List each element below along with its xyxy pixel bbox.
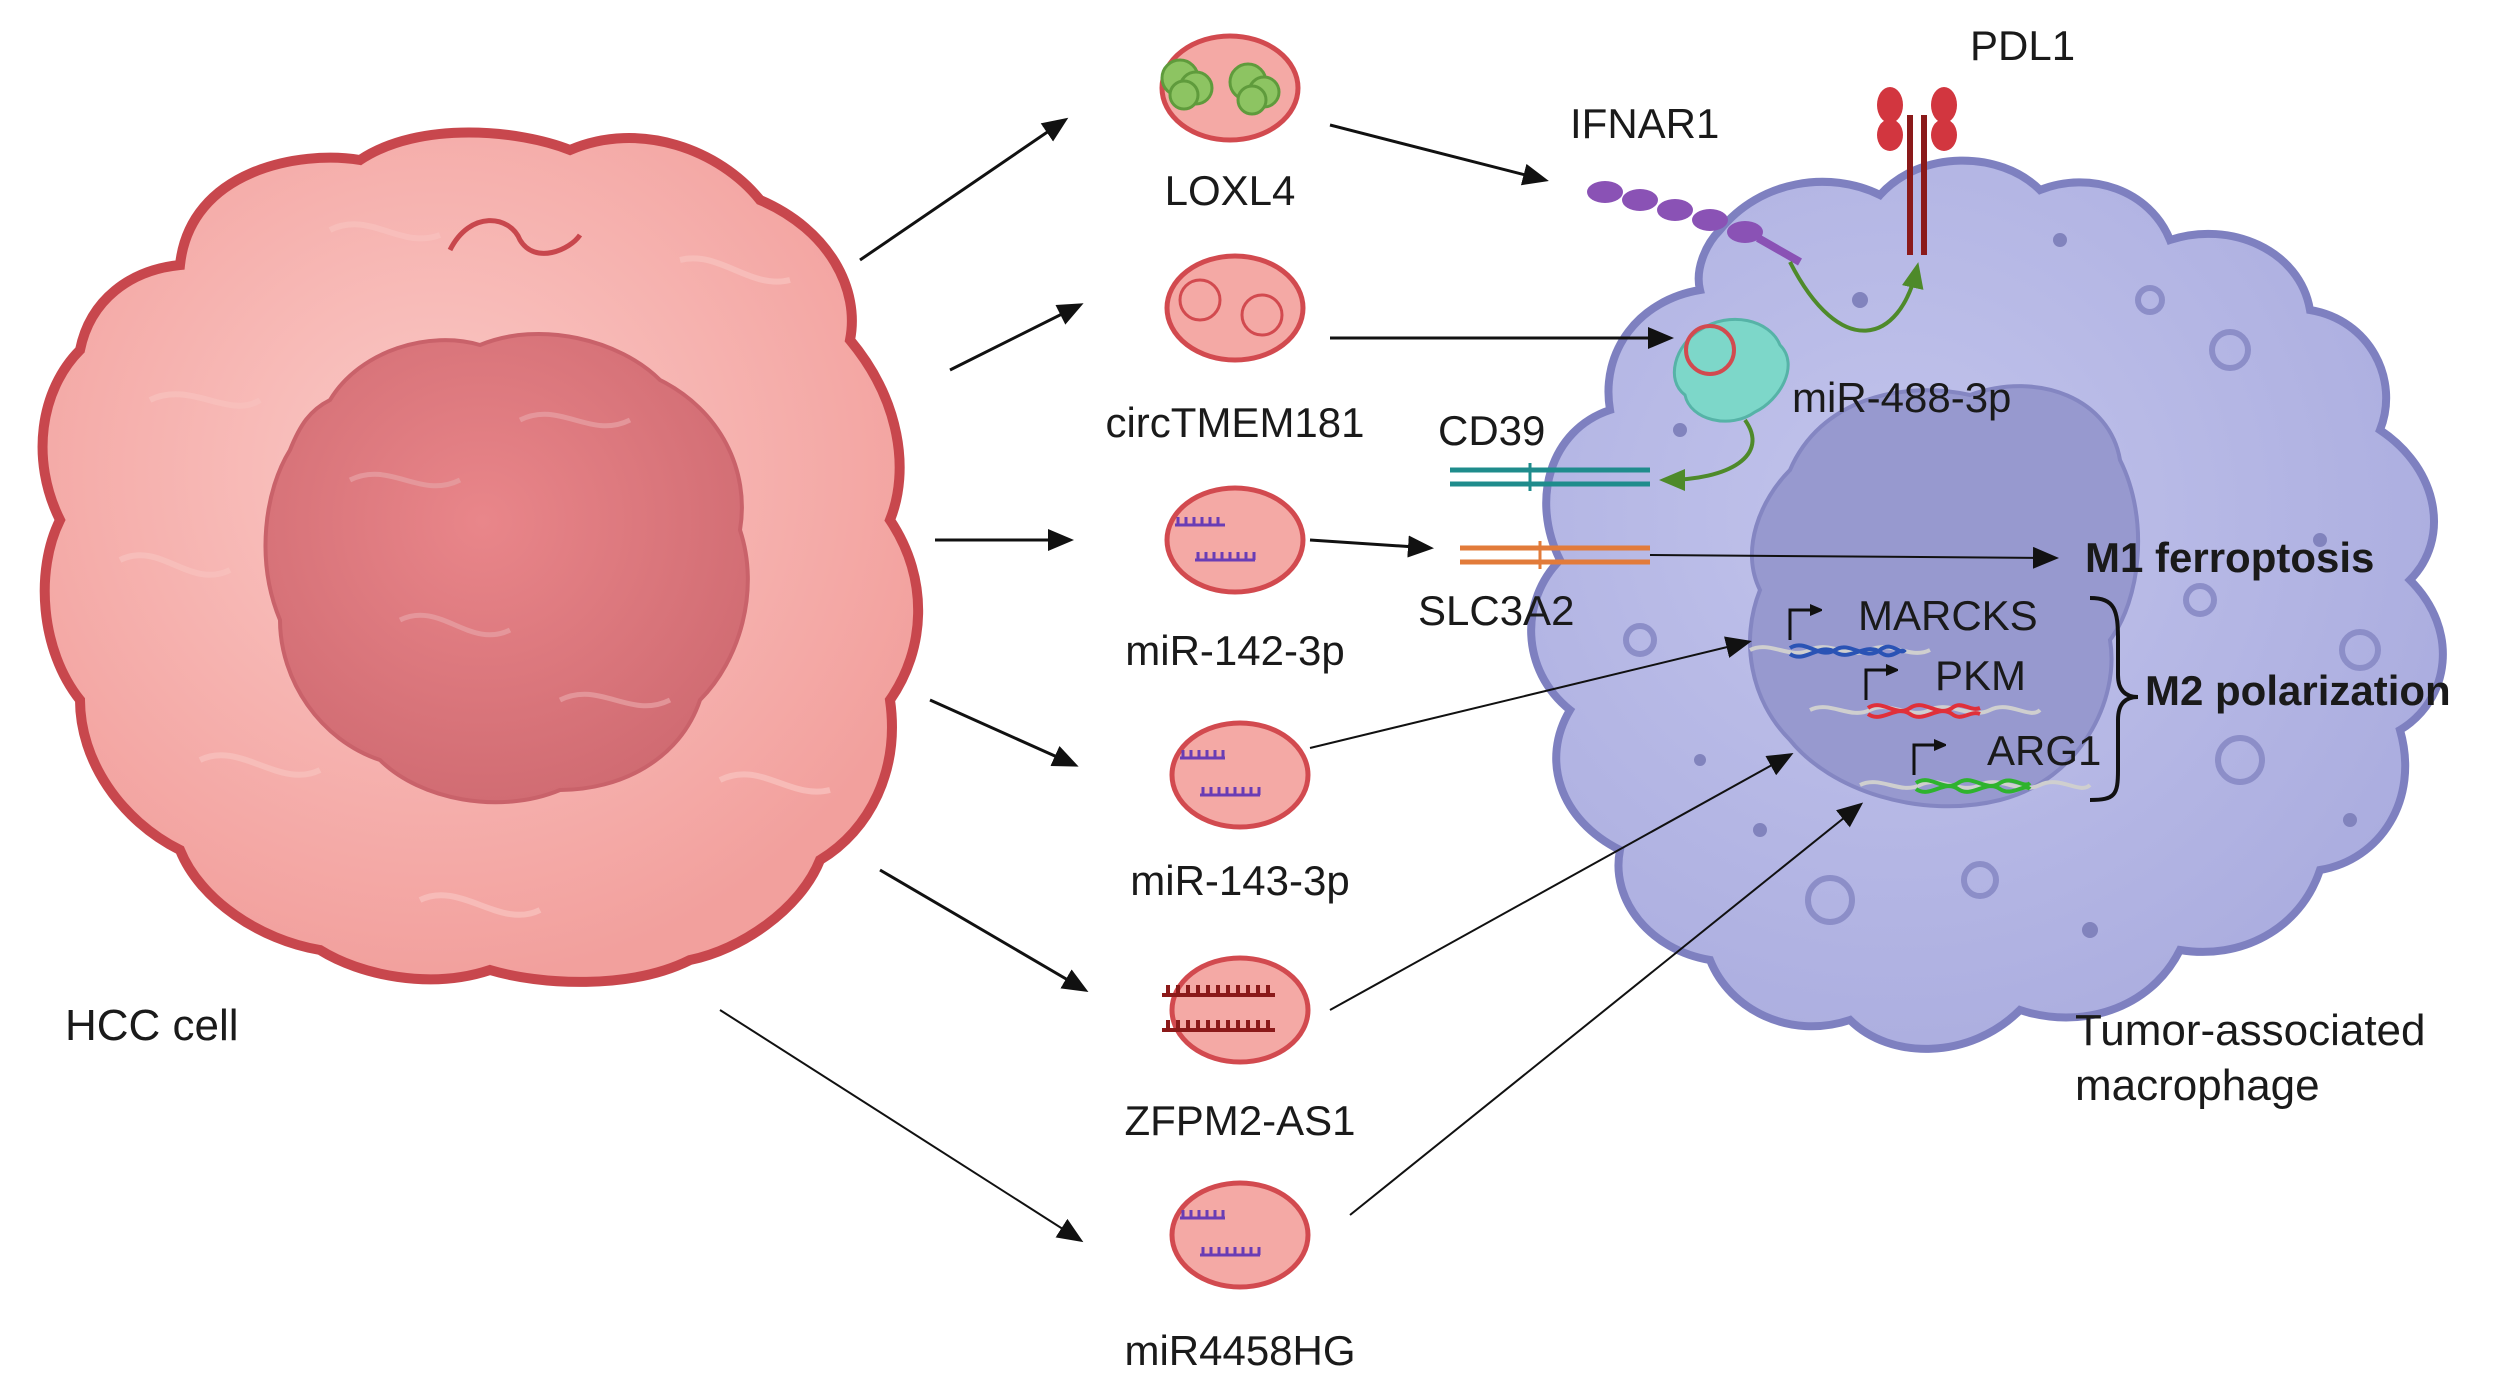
arrow-to-mir4458hg	[719, 1009, 1084, 1243]
arg1-label: ARG1	[1987, 727, 2101, 774]
arrow-to-mir143	[929, 698, 1079, 767]
macrophage-label-line2: macrophage	[2075, 1061, 2320, 1110]
pdl1-label: PDL1	[1970, 22, 2075, 69]
slc3a2-label: SLC3A2	[1418, 587, 1574, 634]
arrow-ifnar1-to-pdl1	[1788, 261, 1924, 333]
vesicle-mir4458hg: miR4458HG	[1124, 1180, 1356, 1374]
slc3a2-receptor: SLC3A2	[1418, 541, 1650, 634]
gene-marcks: MARCKS	[1749, 592, 2038, 659]
circrna-cargo-icon	[1178, 278, 1284, 337]
arrow-mir4458hg-to-nucleus	[1349, 802, 1864, 1216]
vesicle-membrane	[1169, 1180, 1311, 1290]
target-arrows	[1309, 123, 2059, 1216]
macrophage-vacuoles	[1623, 285, 2381, 925]
hcc-nucleus	[263, 332, 750, 805]
vesicle-label: miR-143-3p	[1130, 857, 1349, 904]
m2-polarization-label: M2 polarization	[2145, 667, 2451, 714]
vesicle-membrane	[1169, 720, 1311, 830]
m1-ferroptosis-label: M1 ferroptosis	[2085, 534, 2374, 581]
mirna-cargo-icon	[1180, 750, 1261, 797]
secretion-arrows	[719, 117, 1089, 1243]
hcc-cell-label: HCC cell	[65, 1001, 239, 1050]
mirna-cargo-icon	[1180, 1210, 1261, 1257]
protein-cargo-icon	[1160, 58, 1281, 116]
vesicle-label: LOXL4	[1165, 167, 1296, 214]
mirna-cargo-icon	[1175, 517, 1256, 562]
vesicle-membrane	[1164, 253, 1306, 363]
mir488-label: miR-488-3p	[1792, 374, 2011, 421]
vesicle-label: circTMEM181	[1105, 399, 1364, 446]
pkm-label: PKM	[1935, 652, 2026, 699]
arrow-to-zfpm2as1	[879, 868, 1089, 993]
cd39-receptor: CD39	[1438, 407, 1650, 491]
vesicle-label: miR4458HG	[1124, 1327, 1355, 1374]
gene-arg1: ARG1	[1859, 727, 2101, 794]
vesicle-loxl4: LOXL4	[1159, 33, 1301, 214]
regulation-arrows	[1659, 261, 1924, 491]
vesicle-mir142: miR-142-3p	[1125, 485, 1345, 674]
promoter-arrow-icon	[1788, 610, 1820, 640]
macrophage-granules	[1673, 233, 2357, 938]
marcks-label: MARCKS	[1858, 592, 2038, 639]
ifnar1-label: IFNAR1	[1570, 100, 1719, 147]
promoter-arrow-icon	[1864, 670, 1896, 700]
vesicle-mir143: miR-143-3p	[1130, 720, 1350, 904]
hcc-membrane-fold	[447, 218, 583, 256]
vesicle-membrane	[1164, 485, 1306, 595]
arrow-mir488-to-cd39	[1659, 418, 1755, 491]
hcc-texture	[118, 221, 831, 918]
vesicle-membrane	[1169, 955, 1311, 1065]
lncrna-cargo-icon	[1162, 985, 1275, 1032]
arrow-mir142-to-slc3a2	[1309, 535, 1434, 558]
arrow-zfpm2as1-to-arg1	[1329, 753, 1794, 1011]
promoter-arrow-icon	[1912, 745, 1944, 775]
pdl1-receptor: PDL1	[1877, 22, 2075, 255]
arrow-slc3a2-to-m1	[1649, 546, 2059, 569]
vesicle-label: ZFPM2-AS1	[1124, 1097, 1355, 1144]
arrow-to-circtmem181	[949, 303, 1084, 372]
circrna-icon	[1684, 324, 1736, 376]
gene-group-brace	[2089, 596, 2139, 802]
nucleus-texture	[348, 411, 672, 709]
arrow-loxl4-to-ifnar1	[1329, 123, 1549, 186]
vesicle-circtmem181: circTMEM181	[1105, 253, 1365, 446]
macrophage-label-line1: Tumor-associated	[2075, 1006, 2426, 1055]
vesicle-label: miR-142-3p	[1125, 627, 1344, 674]
vesicle-zfpm2as1: ZFPM2-AS1	[1124, 955, 1356, 1144]
arrow-to-loxl4	[859, 117, 1069, 262]
hcc-cell: HCC cell	[37, 127, 924, 1050]
gene-pkm: PKM	[1809, 652, 2042, 719]
mir488-complex: miR-488-3p	[1672, 317, 2011, 423]
arrow-mir143-to-marcks	[1309, 636, 1752, 749]
ifnar1-receptor: IFNAR1	[1570, 100, 1802, 266]
cd39-label: CD39	[1438, 407, 1545, 454]
